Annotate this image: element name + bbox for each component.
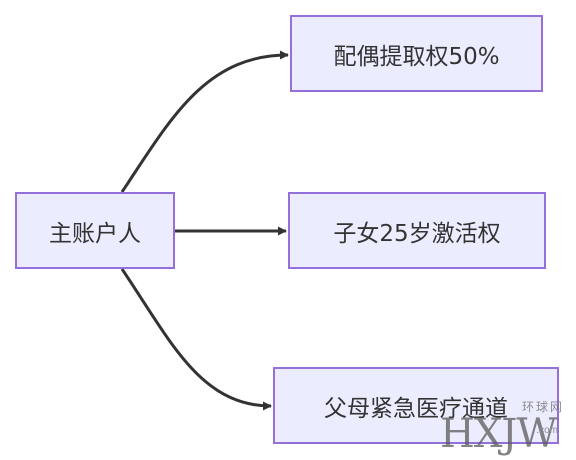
node-root: 主账户人 [15, 192, 175, 269]
node-child: 子女25岁激活权 [288, 192, 546, 269]
node-spouse: 配偶提取权50% [290, 15, 543, 92]
node-spouse-label: 配偶提取权50% [333, 43, 500, 70]
edge-root-to-spouse [120, 50, 289, 193]
watermark-sub-text: .com [536, 425, 558, 436]
node-root-label: 主账户人 [49, 220, 141, 247]
watermark-top-text: 环球网 [521, 400, 564, 414]
watermark-logo: 环球网 HXJW .com [438, 396, 568, 458]
watermark-main-text: HXJW [440, 411, 558, 457]
node-parent-label: 父母紧急医疗通道 [324, 395, 508, 422]
edge-root-to-parent [120, 268, 272, 411]
node-child-label: 子女25岁激活权 [333, 220, 501, 247]
node-parent: 父母紧急医疗通道 [273, 367, 559, 444]
